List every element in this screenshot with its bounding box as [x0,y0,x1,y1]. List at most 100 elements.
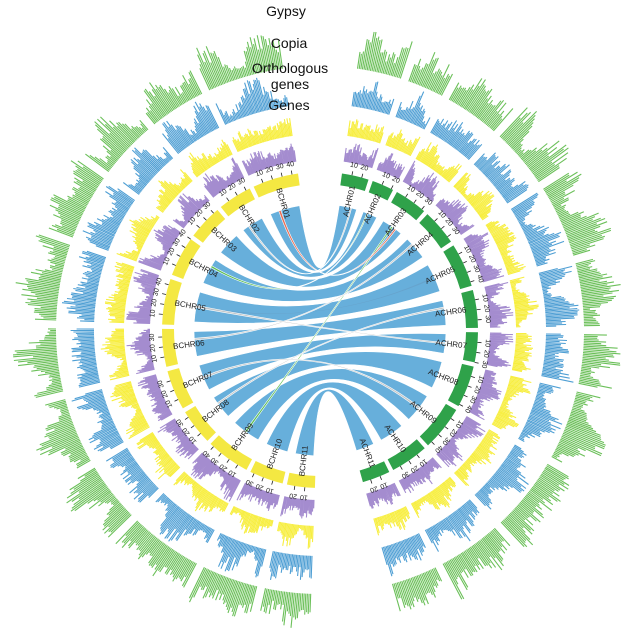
tick-mark [261,477,264,482]
tick-mark [171,263,176,266]
tick-mark [271,480,274,485]
tick-mark [261,178,264,183]
tick-mark [270,175,273,180]
chromosome-achr07 [462,332,478,363]
chromosome-bchr05 [162,278,182,325]
tick-mark [381,180,385,185]
link-achr08-bchr08 [213,351,443,417]
tick-mark [476,308,481,311]
tick-label: 20 [181,426,191,437]
tick-label: 10 [265,485,275,494]
chromosome-bchr01 [253,173,300,198]
tick-label: 10 [255,169,265,178]
density-tracks [12,31,621,628]
tick-mark [399,465,403,470]
tick-label: 20 [150,298,158,307]
tick-label: 20 [167,247,177,257]
tick-label: 30 [441,436,451,447]
chromosome-bchr11 [286,472,316,488]
tick-mark [466,270,471,273]
tick-label: 40 [463,404,473,414]
link-achr03-bchr01 [278,209,397,276]
tick-label: 20 [414,190,425,200]
tick-label: 30 [172,237,182,247]
chromosome-bchr10 [250,461,286,484]
tick-label: 40 [202,449,213,459]
tick-mark [293,485,296,490]
tick-label: 30 [245,477,255,487]
tick-mark [474,361,479,364]
chromosome-bchr03 [193,209,226,243]
chromosome-bchr06 [162,328,179,367]
tick-label: 10 [462,244,472,254]
link-achr09-bchr07 [202,358,420,410]
chromosome-bchr07 [167,368,194,409]
tick-mark [370,479,373,484]
tick-label: 20 [265,166,275,175]
track-gypsy-bars [12,31,621,628]
tick-label: 30 [157,379,166,389]
chromosome-achr05 [443,245,472,290]
chromosome-achr11 [359,461,390,483]
tick-mark [408,460,412,465]
tick-mark [210,209,214,214]
tick-label: 20 [472,384,481,394]
tick-mark [431,441,435,445]
tick-label: 20 [289,491,298,499]
tick-mark [218,453,222,457]
tick-label: 10 [151,354,159,363]
tick-label: 10 [349,162,358,170]
chromosome-achr03 [391,192,425,221]
link-achr04-bchr06 [193,243,414,341]
tick-label: 30 [480,360,488,369]
tick-label: 30 [471,264,480,274]
link-achr02-bchr02 [242,211,378,278]
track-orthologous-bars [100,118,539,549]
tick-label: 30 [149,333,156,341]
tick-label: 30 [450,226,460,237]
tick-mark [476,352,481,354]
track-gypsy [12,31,621,628]
tick-mark [351,171,354,176]
chromosome-achr01 [340,173,369,192]
tick-mark [470,280,475,283]
tick-label: 30 [275,163,284,172]
tick-label: 20 [482,304,490,313]
tick-mark [162,293,167,295]
tick-label: 10 [187,216,197,227]
tick-label: 10 [418,457,429,467]
track-label-genes: Genes [268,97,309,113]
tick-label: 20 [444,217,454,228]
tick-mark [438,434,442,438]
tick-mark [187,236,191,240]
tick-mark [416,454,420,459]
tick-label: 10 [188,434,198,445]
tick-label: 20 [194,208,205,219]
tick-label: 30 [202,201,213,211]
tick-label: 20 [467,254,477,264]
synteny-links [193,205,447,457]
track-genes [126,143,514,519]
track-label-orthologous: Orthologous [252,60,328,76]
tick-mark [444,426,449,430]
tick-label: 40 [433,443,444,454]
tick-mark [450,418,455,422]
chromosome-bchr08 [185,405,216,441]
tick-mark [243,186,247,191]
chromosome-achr02 [368,181,394,201]
link-achr01-bchr02 [247,207,352,275]
chromosome-bchr02 [220,188,255,217]
link-achr07-bchr05 [195,305,446,345]
tick-label: 20 [369,484,379,493]
tick-label: 20 [218,462,228,472]
tick-label: 30 [400,469,410,479]
tick-label: 10 [436,209,447,220]
tick-mark [190,425,195,429]
tick-label: 30 [175,417,185,427]
tick-label: 10 [476,374,485,384]
chromosome-bchr09 [210,435,253,470]
tick-mark [421,205,425,210]
chromosome-achr06 [461,289,478,329]
tick-label: 20 [227,182,237,192]
tick-label: 10 [165,399,175,409]
